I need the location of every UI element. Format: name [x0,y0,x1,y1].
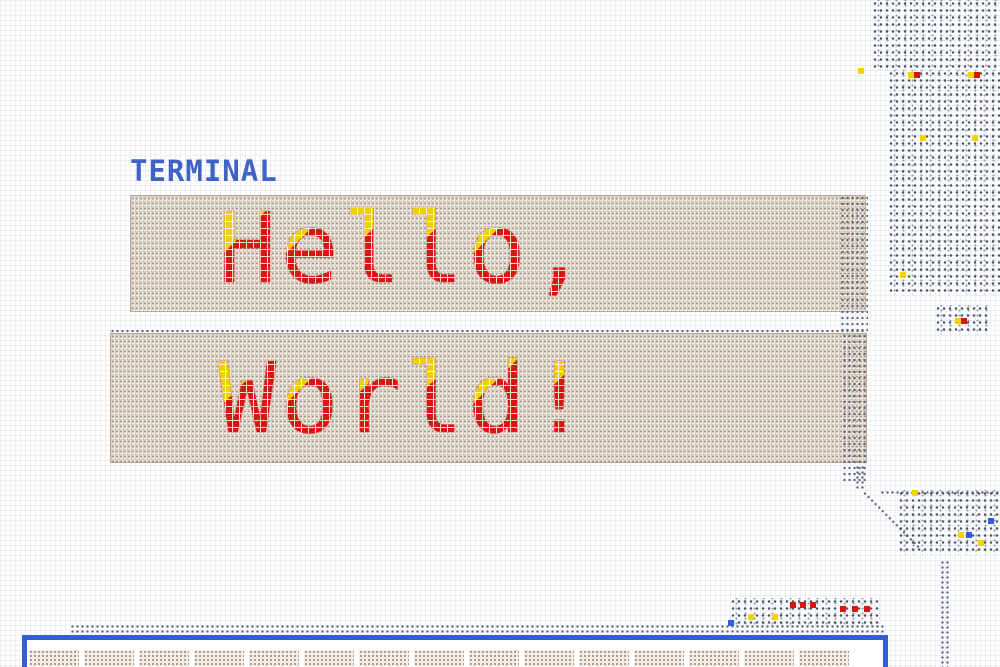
memory-cell [632,650,684,667]
char-cell: d [467,342,527,455]
indicator-led [914,72,920,78]
indicator-led [864,606,870,612]
char-cell: H [218,192,277,305]
indicator-led [912,490,918,496]
indicator-led [961,318,967,324]
memory-cell [797,650,849,667]
indicator-led [966,532,972,538]
memory-cell [357,650,409,667]
indicator-led [810,602,816,608]
char-cell: , [530,192,589,305]
indicator-led [968,72,974,78]
indicator-led [958,532,964,538]
indicator-led [955,318,961,324]
char-cell: e [280,192,339,305]
indicator-led [748,614,754,620]
indicator-led [800,602,806,608]
memory-cell [522,650,574,667]
indicator-led [920,135,926,141]
char-cell: l [405,342,464,455]
indicator-led [772,614,778,620]
controller-circuit-body [888,70,1000,295]
memory-cell [137,650,189,667]
wire-bus [855,465,865,490]
indicator-led [840,606,846,612]
indicator-led [988,518,994,524]
memory-cell [687,650,739,667]
circuit-lower-right [898,490,1000,555]
indicator-led [852,606,858,612]
memory-bank [22,635,888,667]
memory-cell [302,650,354,667]
memory-cell [742,650,794,667]
memory-cell [247,650,299,667]
memory-cell [82,650,134,667]
indicator-led [858,68,864,74]
char-cell: r [342,342,402,455]
memory-bank-wires [70,624,885,634]
indicator-led [790,602,796,608]
wire-bus [940,560,950,667]
char-cell: l [405,192,464,305]
terminal-title: TERMINAL [130,154,278,188]
char-cell: l [342,192,402,305]
char-cell: ! [530,342,589,455]
indicator-led [900,272,906,278]
display-line-1: H e l l o , [218,192,589,305]
indicator-led [908,72,914,78]
memory-cell [467,650,519,667]
memory-cell [412,650,464,667]
indicator-led [728,620,734,626]
char-cell: o [467,192,527,305]
memory-cell [27,650,79,667]
memory-cell [577,650,629,667]
panel-edge-line2-side [842,333,868,483]
char-cell: W [218,342,277,455]
memory-cell [192,650,244,667]
indicator-led [972,135,978,141]
indicator-led [978,540,984,546]
indicator-led [974,72,980,78]
controller-circuit-top [872,0,1000,70]
display-line-2: W o r l d ! [218,342,589,455]
panel-edge-line2-top [110,328,865,336]
char-cell: o [280,342,339,455]
panel-edge-line1 [840,195,868,335]
